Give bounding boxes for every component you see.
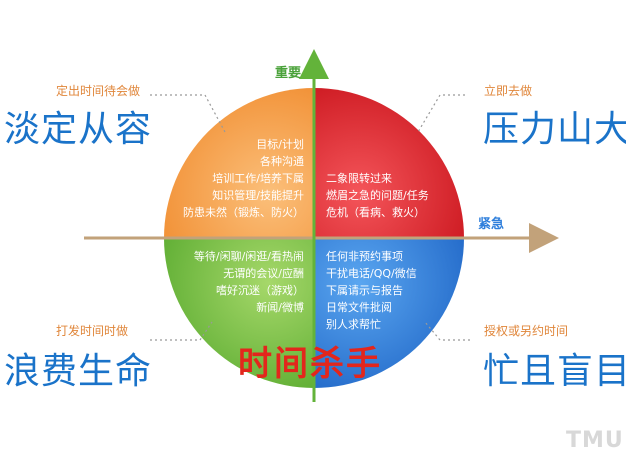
quadrant-bottom-left-tag: 打发时间时做 bbox=[56, 324, 129, 338]
axis-label-important: 重要 bbox=[275, 66, 302, 81]
quadrant-bottom-right-tag: 授权或另约时间 bbox=[484, 324, 569, 338]
list-item: 知识管理/技能提升 bbox=[212, 189, 304, 202]
quadrant-bottom-right-title: 忙且盲目 bbox=[483, 351, 626, 392]
list-item: 防患未然（锻炼、防火） bbox=[183, 206, 304, 219]
list-item: 二象限转过来 bbox=[326, 172, 392, 185]
quadrant-bottom-right-wedge bbox=[314, 238, 464, 388]
quadrant-top-left-wedge bbox=[164, 88, 314, 238]
list-item: 危机（看病、救火） bbox=[326, 206, 425, 219]
quadrant-top-right-title: 压力山大 bbox=[483, 109, 626, 150]
leader-line-bottom-right bbox=[424, 321, 470, 341]
list-item: 新闻/微博 bbox=[256, 301, 304, 314]
list-item: 无谓的会议/应酬 bbox=[223, 267, 304, 280]
list-item: 目标/计划 bbox=[256, 138, 304, 151]
list-item: 日常文件批阅 bbox=[326, 301, 392, 314]
quadrant-top-left-title: 淡定从容 bbox=[4, 109, 153, 150]
quadrant-bottom-left-wedge bbox=[164, 238, 314, 388]
list-item: 燃眉之急的问题/任务 bbox=[326, 189, 429, 202]
quadrant-bottom-left-list: 等待/闲聊/闲逛/看热闹 无谓的会议/应酬 嗜好沉迷（游戏） 新闻/微博 bbox=[194, 248, 304, 316]
leader-line-top-right bbox=[417, 94, 465, 133]
quadrant-bottom-left-title: 浪费生命 bbox=[4, 351, 153, 392]
list-item: 下属请示与报告 bbox=[326, 284, 403, 297]
list-item: 嗜好沉迷（游戏） bbox=[216, 284, 304, 297]
quadrant-top-right-wedge bbox=[314, 88, 464, 238]
list-item: 干扰电话/QQ/微信 bbox=[326, 267, 417, 280]
leader-line-top-left bbox=[150, 94, 226, 133]
quadrant-bottom-right-list: 任何非预约事项 干扰电话/QQ/微信 下属请示与报告 日常文件批阅 别人求帮忙 bbox=[326, 248, 417, 333]
quadrant-top-left-tag: 定出时间待会做 bbox=[56, 84, 141, 98]
quadrant-top-left-list: 目标/计划 各种沟通 培训工作/培养下属 知识管理/技能提升 防患未然（锻炼、防… bbox=[183, 136, 304, 221]
center-label: 时间杀手 bbox=[238, 344, 382, 384]
quadrant-top-right-list: 二象限转过来 燃眉之急的问题/任务 危机（看病、救火） bbox=[326, 170, 429, 221]
list-item: 别人求帮忙 bbox=[326, 318, 381, 331]
list-item: 各种沟通 bbox=[260, 155, 304, 168]
axis-label-urgent: 紧急 bbox=[478, 217, 505, 232]
watermark: TMU bbox=[566, 428, 624, 453]
list-item: 任何非预约事项 bbox=[326, 250, 403, 263]
list-item: 培训工作/培养下属 bbox=[212, 172, 304, 185]
leader-line-bottom-left bbox=[150, 321, 213, 341]
quadrant-top-right-tag: 立即去做 bbox=[484, 84, 533, 98]
list-item: 等待/闲聊/闲逛/看热闹 bbox=[193, 250, 304, 263]
